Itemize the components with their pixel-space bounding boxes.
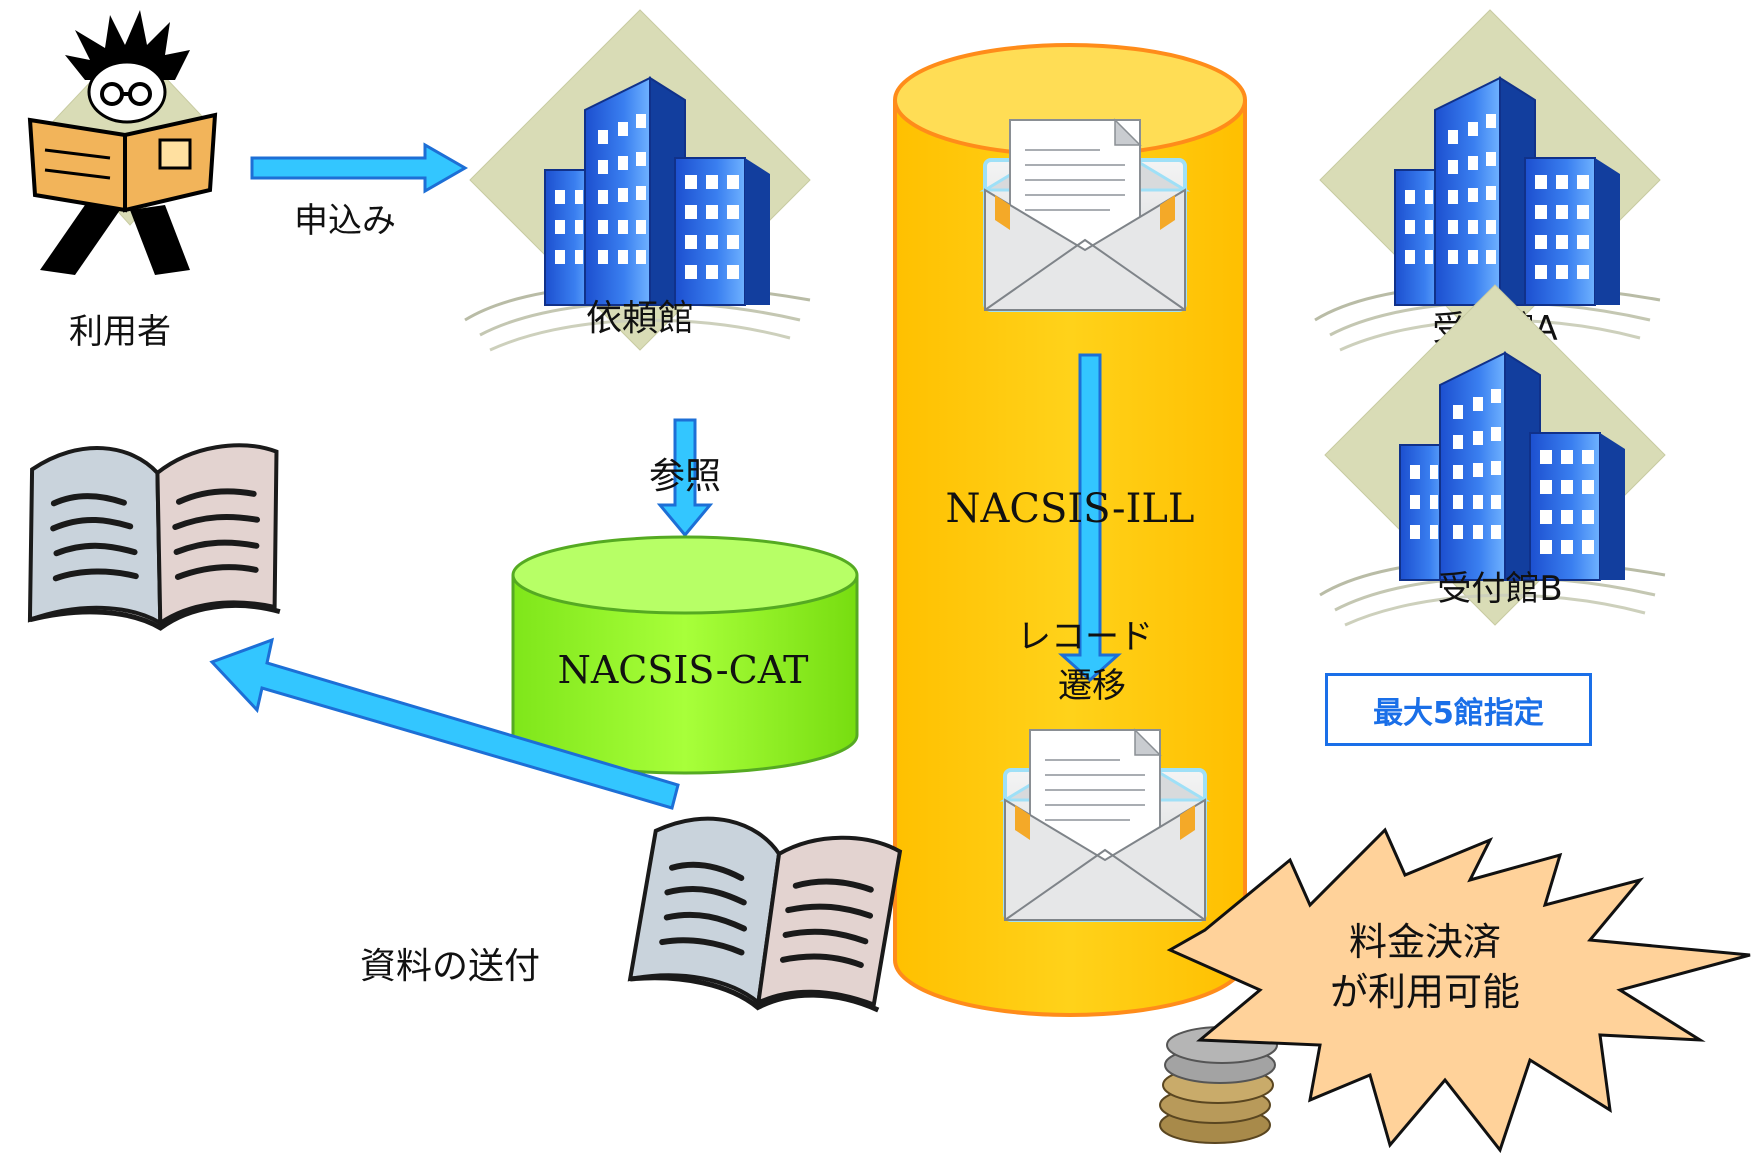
material-delivery-label: 資料の送付: [360, 946, 540, 987]
max-libraries-note: 最大5館指定: [1325, 673, 1592, 746]
apply-label: 申込み: [294, 201, 396, 241]
record-transition-label-line1: レコード: [1017, 617, 1153, 657]
max-libraries-note-text: 最大5館指定: [1373, 695, 1544, 731]
reference-arrow: [656, 418, 714, 538]
delivered-book-icon: [629, 812, 902, 1021]
record-transition-label-line2: 遷移: [1058, 666, 1126, 706]
received-book-icon: [21, 439, 285, 635]
delivery-arrow: [209, 637, 680, 810]
apply-arrow: [250, 142, 469, 194]
coin-stack-icon: [1159, 1026, 1278, 1144]
payment-label-line2: が利用可能: [1330, 970, 1520, 1014]
record-transition-arrow: [1058, 353, 1122, 683]
payment-label-line1: 料金決済: [1349, 920, 1501, 964]
nacsis-cat-database: [511, 535, 859, 775]
person-reading-icon: [27, 10, 218, 275]
payment-burst-shape: [1166, 827, 1751, 1153]
user-label: 利用者: [69, 312, 171, 352]
nacsis-cat-label: NACSIS-CAT: [558, 648, 809, 692]
requesting-library-label: 依頼館: [586, 298, 694, 339]
receiving-library-b-label: 受付館B: [1437, 569, 1562, 609]
reference-label: 参照: [649, 456, 721, 497]
nacsis-ill-label: NACSIS-ILL: [945, 486, 1194, 532]
